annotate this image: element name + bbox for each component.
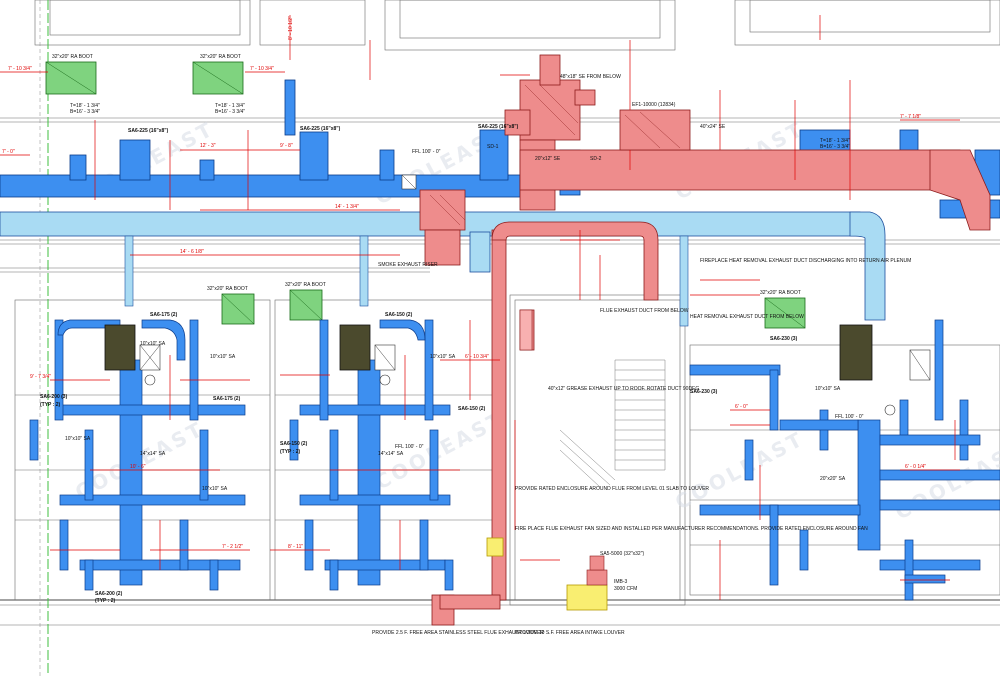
duct-tag: SA6-175 (2) — [213, 396, 241, 402]
sd-tag: SD-2 — [590, 156, 602, 162]
size-label: 10"x10" SA — [202, 486, 228, 492]
elevation-label: B=16' - 3 3/4" — [215, 109, 245, 115]
dimension-label: 6' - 0 1/4" — [905, 464, 926, 470]
note: FLUE EXHAUST DUCT FROM BELOW — [600, 308, 689, 314]
duct-tag: SA6-175 (2) — [150, 312, 178, 318]
watermark: COOLEAST — [671, 426, 808, 514]
note: 3000 CFM — [614, 586, 637, 592]
size-label: 10"x10" SA — [430, 354, 456, 360]
ra-boot-group: 32"x20" RA BOOT 32"x20" RA BOOT 32"x20" … — [45, 54, 806, 329]
dimension-label: 8' - 11" — [288, 544, 303, 550]
duct-tag: (TYP : 2) — [40, 402, 61, 408]
ra-boot-label: 32"x20" RA BOOT — [52, 54, 93, 60]
size-label: 10"x10" SA — [140, 341, 166, 347]
ra-boot-label: 32"x20" RA BOOT — [207, 286, 248, 292]
size-label: 10"x10" SA — [210, 354, 236, 360]
air-handler — [104, 324, 136, 371]
ra-boot-label: 32"x20" RA BOOT — [200, 54, 241, 60]
ra-boot-label: 32"x20" RA BOOT — [760, 290, 801, 296]
note: PROVIDE RATED ENCLOSURE AROUND FLUE FROM… — [515, 486, 709, 492]
note: IMB-3 — [614, 579, 628, 585]
exhaust-hatch — [429, 84, 681, 226]
size-label: 10"x10" SA — [65, 436, 91, 442]
note: SMOKE EXHAUST RISER — [378, 262, 438, 268]
dimension-label: 7' - 10 3/4" — [8, 66, 32, 72]
dimension-label: 10' - 6" — [130, 464, 146, 470]
duct-tag: (TYP : 2) — [95, 598, 116, 604]
duct-tag: SA6-230 (3) — [690, 389, 718, 395]
elevation-label: T=18' - 1 3/4" — [215, 103, 245, 109]
note: PROVIDE 2.5 F. FREE AREA STAINLESS STEEL… — [372, 630, 544, 636]
dimension-label: 7' - 10 3/4" — [250, 66, 274, 72]
dimension-label: 6' - 10 3/4" — [465, 354, 489, 360]
sd-tag: SD-1 — [487, 144, 499, 150]
dimension-label: 9' - 8" — [280, 143, 293, 149]
size-label: 14"x14" SA — [378, 451, 404, 457]
size-label: 14"x14" SA — [140, 451, 166, 457]
duct-tag: SA6-150 (2) — [385, 312, 413, 318]
stair-hatch — [559, 359, 666, 488]
note: 40"x12" GREASE EXHAUST UP TO ROOF. ROTAT… — [548, 386, 699, 392]
duct-tag: SA6-230 (3) — [770, 336, 798, 342]
size-label: 20"x20" SA — [820, 476, 846, 482]
note: 48"x18" SE FROM BELOW — [560, 74, 621, 80]
air-handler — [339, 324, 371, 371]
dimension-label: 14' - 1 3/4" — [335, 204, 359, 210]
equipment — [104, 174, 931, 416]
dimension-label: 7' - 0" — [2, 149, 15, 155]
dimension-label: 12' - 3" — [200, 143, 216, 149]
dimension-label: 14' - 6 1/8" — [180, 249, 204, 255]
note: SA5-5000 (32"x32") — [600, 551, 644, 557]
dimension-label: 9' - 7 3/4" — [30, 374, 51, 380]
dimension-label: 6' - 0" — [735, 404, 748, 410]
duct-tag: SA6-200 (3) — [40, 394, 68, 400]
supply-branches-mid — [289, 319, 454, 591]
elevation-label: T=18' - 1 3/4" — [70, 103, 100, 109]
note: FIRE PLACE FLUE EXHAUST FAN SIZED AND IN… — [515, 526, 868, 532]
duct-tag: (TYP : 2) — [280, 449, 301, 455]
note: PROVIDE 10 S.F. FREE AREA INTAKE LOUVER — [515, 630, 625, 636]
ra-boot-label: 32"x20" RA BOOT — [285, 282, 326, 288]
dimension-label: 7' - 2 1/2" — [222, 544, 243, 550]
size-label: 20"x12" SE — [535, 156, 561, 162]
duct-tag: SA6-225 (16"x8") — [478, 124, 519, 130]
duct-tag: SA6-225 (16"x8") — [128, 128, 169, 134]
supply-branches-left — [29, 319, 246, 591]
dimension-label: 7' - 7 1/8" — [900, 114, 921, 120]
duct-tag: SA6-150 (2) — [280, 441, 308, 447]
ffl-label: FFL 100' - 0" — [395, 444, 424, 450]
air-handler — [839, 324, 873, 381]
labels: 7' - 10 3/4" 7' - 10 3/4" 8' - 10 1/2" 9… — [2, 16, 926, 636]
dimension-lines — [0, 15, 960, 600]
elevation-label: T=18' - 1 3/4" — [820, 138, 850, 144]
size-label: 40"x24" SE — [700, 124, 726, 130]
note: FIREPLACE HEAT REMOVAL EXHAUST DUCT DISC… — [700, 258, 911, 264]
duct-tag: SA6-200 (2) — [95, 591, 123, 597]
duct-tag: SA6-225 (16"x8") — [300, 126, 341, 132]
supply-branches-right — [689, 319, 1000, 601]
flue-exhaust-fan — [486, 537, 608, 611]
dimension-label: 8' - 10 1/2" — [288, 16, 294, 40]
ffl-label: FFL 100' - 0" — [835, 414, 864, 420]
ffl-label: FFL 100' - 0" — [412, 149, 441, 155]
elevation-label: B=16' - 3 3/4" — [820, 144, 850, 150]
note: HEAT REMOVAL EXHAUST DUCT FROM BELOW — [690, 314, 804, 320]
exhaust-duct — [419, 54, 991, 626]
size-label: 10"x10" SA — [815, 386, 841, 392]
note: EF1-10000 (12834) — [632, 102, 676, 108]
duct-tag: SA6-150 (2) — [458, 406, 486, 412]
elevation-label: B=16' - 3 3/4" — [70, 109, 100, 115]
